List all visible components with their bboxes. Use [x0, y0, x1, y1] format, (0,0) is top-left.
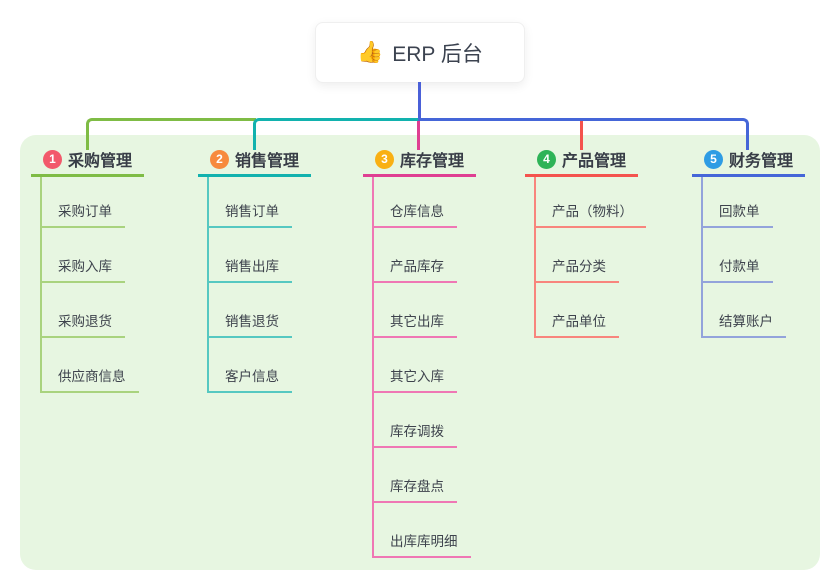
- branch-number-badge: 3: [374, 149, 394, 169]
- root-node[interactable]: 👍 ERP 后台: [315, 22, 525, 83]
- branch-title[interactable]: 5 财务管理: [692, 147, 805, 177]
- branch-column-1: 1 采购管理 采购订单采购入库采购退货供应商信息: [31, 147, 144, 393]
- branch-item[interactable]: 采购订单: [42, 177, 125, 228]
- branch-items: 回款单付款单结算账户: [701, 177, 786, 338]
- branch-item[interactable]: 仓库信息: [374, 177, 457, 228]
- branch-title[interactable]: 3 库存管理: [363, 147, 476, 177]
- branch-item[interactable]: 回款单: [703, 177, 773, 228]
- branch-title-label: 财务管理: [728, 153, 793, 170]
- branch-title-label: 采购管理: [67, 153, 132, 170]
- branch-items: 产品（物料）产品分类产品单位: [534, 177, 646, 338]
- branch-item[interactable]: 客户信息: [209, 338, 292, 393]
- root-node-label: ERP 后台: [392, 42, 483, 66]
- branch-item[interactable]: 结算账户: [703, 283, 786, 338]
- branch1-connector-elbow: [86, 118, 256, 150]
- thumbs-up-icon: 👍: [357, 41, 384, 64]
- branch-item[interactable]: 库存调拨: [374, 393, 457, 448]
- branch-column-5: 5 财务管理 回款单付款单结算账户: [692, 147, 805, 338]
- branch-item[interactable]: 其它出库: [374, 283, 457, 338]
- branch3-drop-line: [417, 121, 420, 150]
- branch-number-badge: 5: [703, 149, 723, 169]
- branch-item[interactable]: 供应商信息: [42, 338, 139, 393]
- branch-items: 采购订单采购入库采购退货供应商信息: [40, 177, 139, 393]
- branch-item[interactable]: 付款单: [703, 228, 773, 283]
- branch-column-2: 2 销售管理 销售订单销售出库销售退货客户信息: [198, 147, 311, 393]
- branch-item[interactable]: 采购退货: [42, 283, 125, 338]
- branch5-connector-elbow: [418, 118, 749, 150]
- branch-item[interactable]: 产品（物料）: [536, 177, 646, 228]
- branch-column-3: 3 库存管理 仓库信息产品库存其它出库其它入库库存调拨库存盘点出库库明细: [363, 147, 476, 558]
- branch-item[interactable]: 销售订单: [209, 177, 292, 228]
- branch-title[interactable]: 1 采购管理: [31, 147, 144, 177]
- branch-item[interactable]: 销售退货: [209, 283, 292, 338]
- branch-title-label: 产品管理: [561, 153, 626, 170]
- branch-item[interactable]: 产品单位: [536, 283, 619, 338]
- branch-items: 销售订单销售出库销售退货客户信息: [207, 177, 292, 393]
- branch-item[interactable]: 产品分类: [536, 228, 619, 283]
- branch-number-badge: 1: [42, 149, 62, 169]
- branch4-drop-line: [580, 121, 583, 150]
- mindmap-panel: [20, 135, 820, 570]
- branch-title-label: 销售管理: [234, 153, 299, 170]
- branch-item[interactable]: 库存盘点: [374, 448, 457, 503]
- branch-title-label: 库存管理: [399, 153, 464, 170]
- branch2-connector-elbow: [253, 118, 420, 150]
- branch-item[interactable]: 采购入库: [42, 228, 125, 283]
- branch-item[interactable]: 产品库存: [374, 228, 457, 283]
- root-connector-line: [418, 82, 421, 121]
- branch-item[interactable]: 其它入库: [374, 338, 457, 393]
- branch-number-badge: 2: [209, 149, 229, 169]
- branch-items: 仓库信息产品库存其它出库其它入库库存调拨库存盘点出库库明细: [372, 177, 471, 558]
- branch-column-4: 4 产品管理 产品（物料）产品分类产品单位: [525, 147, 646, 338]
- branch-title[interactable]: 2 销售管理: [198, 147, 311, 177]
- branch-number-badge: 4: [536, 149, 556, 169]
- branch-title[interactable]: 4 产品管理: [525, 147, 638, 177]
- branch-item[interactable]: 出库库明细: [374, 503, 471, 558]
- branch-item[interactable]: 销售出库: [209, 228, 292, 283]
